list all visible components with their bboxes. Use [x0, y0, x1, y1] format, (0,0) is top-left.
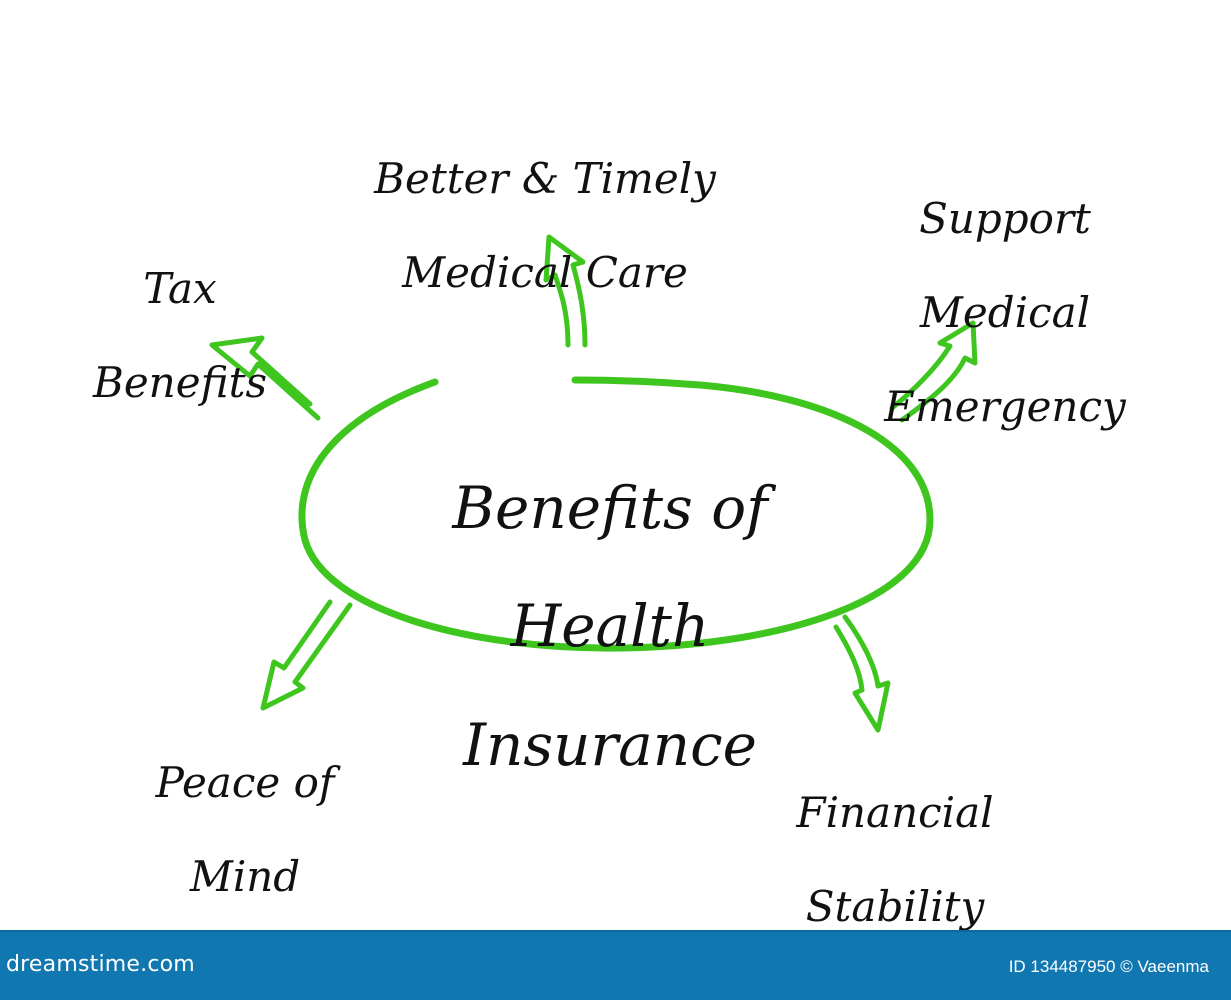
image-credit: ID 134487950 © Vaeenma	[1008, 957, 1209, 976]
arrow-up-left-icon	[209, 335, 321, 421]
node-label-line: Emergency	[884, 382, 1126, 432]
center-title-line: Benefits of	[452, 474, 768, 543]
arrow-up-right-icon	[889, 320, 978, 423]
node-label-line: Better & Timely	[374, 154, 716, 204]
node-support-emergency: Support Medical Emergency	[845, 148, 1165, 477]
node-financial-stability: Financial Stability	[730, 742, 1060, 977]
arrow-down-right-icon	[833, 614, 891, 733]
node-better-timely-care: Better & Timely Medical Care	[300, 108, 790, 343]
node-label-line: Benefits	[92, 358, 268, 408]
node-label-line: Medical	[919, 288, 1091, 338]
node-label-line: Peace of	[155, 758, 335, 808]
center-title: Benefits of Health Insurance	[370, 420, 850, 834]
brand-logo[interactable]: dreamstime.com	[6, 952, 195, 977]
arrow-down-left-icon	[260, 599, 353, 711]
node-label-line: Stability	[805, 882, 985, 932]
diagram-canvas: Benefits of Health Insurance Tax Benefit…	[40, 108, 1165, 931]
diagram-artwork	[209, 234, 978, 733]
node-label-line: Mind	[189, 852, 301, 902]
center-title-line: Insurance	[463, 710, 757, 779]
node-label-line: Medical Care	[402, 248, 688, 298]
node-label-line: Support	[919, 194, 1091, 244]
arrow-up-icon	[543, 234, 588, 348]
watermark-footer: dreamstime.com ID 134487950 © Vaeenma	[0, 930, 1231, 1000]
node-label-line: Tax	[143, 264, 217, 314]
node-peace-of-mind: Peace of Mind	[100, 712, 390, 947]
center-title-line: Health	[510, 592, 710, 661]
node-tax-benefits: Tax Benefits	[40, 218, 320, 453]
center-ellipse	[298, 376, 934, 652]
node-label-line: Financial	[796, 788, 994, 838]
